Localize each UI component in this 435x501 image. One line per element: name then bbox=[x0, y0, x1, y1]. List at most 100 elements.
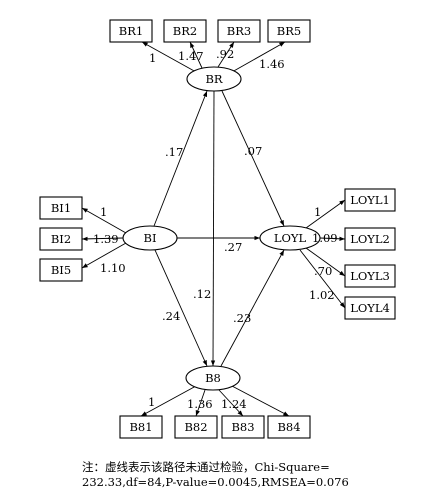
footnote: 注：虚线表示该路径未通过检验，Chi-Square= 232.33,df=84,… bbox=[82, 460, 422, 490]
observed-node-loyl4: LOYL4 bbox=[344, 296, 396, 320]
node-label-loyl: LOYL bbox=[274, 231, 307, 245]
edge-label-loyl-loyl4: 1.02 bbox=[309, 288, 335, 302]
observed-node-b82: B82 bbox=[174, 415, 218, 439]
node-label-bi2: BI2 bbox=[51, 232, 71, 246]
observed-node-loyl1: LOYL1 bbox=[344, 188, 396, 212]
node-label-br2: BR2 bbox=[173, 24, 197, 38]
edge-loyl-loyl2 bbox=[319, 236, 346, 241]
edge-b8-loyl bbox=[220, 249, 285, 367]
node-label-br5: BR5 bbox=[277, 24, 301, 38]
edge-bi-bi2 bbox=[81, 236, 124, 242]
latent-node-br: BR bbox=[186, 66, 242, 92]
observed-node-br1: BR1 bbox=[109, 19, 153, 43]
node-label-bi: BI bbox=[144, 231, 157, 245]
edge-label-loyl-loyl1: 1 bbox=[314, 205, 321, 219]
observed-node-br2: BR2 bbox=[163, 19, 207, 43]
edge-label-bi-b8: .24 bbox=[162, 309, 180, 323]
edge-b8-b84 bbox=[231, 385, 290, 417]
edge-br-br1 bbox=[141, 41, 197, 73]
edge-label-loyl-loyl2: 1.09 bbox=[312, 231, 338, 245]
node-label-b82: B82 bbox=[184, 420, 207, 434]
latent-node-bi: BI bbox=[122, 225, 178, 251]
node-box-br2 bbox=[163, 19, 207, 43]
edge-bi-b8 bbox=[154, 249, 208, 367]
observed-node-b84: B84 bbox=[267, 415, 311, 439]
node-label-br1: BR1 bbox=[119, 24, 143, 38]
edge-loyl-loyl3 bbox=[305, 247, 346, 277]
node-label-b81: B81 bbox=[129, 420, 152, 434]
edge-label-b8-b83: 1.24 bbox=[221, 397, 247, 411]
note-line-1: 注：虚线表示该路径未通过检验，Chi-Square= bbox=[82, 460, 330, 474]
observed-node-loyl3: LOYL3 bbox=[344, 264, 396, 288]
node-label-br: BR bbox=[205, 72, 222, 86]
node-box-b84 bbox=[267, 415, 311, 439]
observed-node-bi1: BI1 bbox=[39, 196, 83, 220]
edge-label-br-loyl: .07 bbox=[244, 144, 262, 158]
edge-label-br-br3: .92 bbox=[216, 47, 234, 61]
edge-label-bi-bi2: 1.39 bbox=[93, 232, 119, 246]
node-ellipse-br bbox=[186, 66, 242, 92]
edge-label-b8-b81: 1 bbox=[148, 395, 155, 409]
node-ellipse-loyl bbox=[259, 225, 321, 251]
edge-loyl-loyl4 bbox=[299, 249, 346, 309]
node-box-loyl3 bbox=[344, 264, 396, 288]
node-label-loyl4: LOYL4 bbox=[350, 301, 390, 315]
edge-loyl-loyl1 bbox=[305, 199, 346, 229]
node-label-loyl2: LOYL2 bbox=[350, 232, 390, 246]
edge-br-loyl bbox=[221, 90, 285, 227]
observed-node-b83: B83 bbox=[221, 415, 265, 439]
node-label-b83: B83 bbox=[231, 420, 254, 434]
observed-node-br3: BR3 bbox=[217, 19, 261, 43]
node-box-b81 bbox=[119, 415, 163, 439]
node-box-bi1 bbox=[39, 196, 83, 220]
edge-bi-br bbox=[153, 90, 208, 227]
observed-node-bi5: BI5 bbox=[39, 258, 83, 282]
edge-label-br-br5: 1.46 bbox=[259, 57, 285, 71]
edge-br-b8 bbox=[210, 90, 216, 367]
observed-node-bi2: BI2 bbox=[39, 227, 83, 251]
node-label-loyl1: LOYL1 bbox=[350, 193, 390, 207]
observed-node-br5: BR5 bbox=[267, 19, 311, 43]
latent-node-loyl: LOYL bbox=[259, 225, 321, 251]
edge-labels: 1 1.47 .92 1.46 .17 .07 1 1.39 1.10 .27 .12 .24 .23 1… bbox=[93, 47, 338, 411]
edge-label-bi-br: .17 bbox=[165, 145, 183, 159]
observed-node-b81: B81 bbox=[119, 415, 163, 439]
node-ellipse-b8 bbox=[185, 365, 241, 391]
edge-label-br-br1: 1 bbox=[149, 51, 156, 65]
node-box-bi2 bbox=[39, 227, 83, 251]
observed-node-loyl2: LOYL2 bbox=[344, 227, 396, 251]
node-box-br1 bbox=[109, 19, 153, 43]
edge-label-loyl-loyl3: .70 bbox=[314, 264, 332, 278]
edge-bi-bi1 bbox=[81, 207, 127, 234]
edge-bi-bi5 bbox=[81, 242, 127, 269]
edge-label-b8-loyl: .23 bbox=[233, 311, 251, 325]
node-box-loyl2 bbox=[344, 227, 396, 251]
edge-label-bi-bi5: 1.10 bbox=[100, 261, 126, 275]
edge-b8-b81 bbox=[140, 385, 197, 417]
node-label-b84: B84 bbox=[277, 420, 300, 434]
edge-br-br3 bbox=[217, 41, 235, 68]
edge-b8-b83 bbox=[218, 389, 244, 417]
edge-label-br-b8: .12 bbox=[193, 287, 211, 301]
node-label-b8: B8 bbox=[205, 371, 221, 385]
note-line-2: 232.33,df=84,P-value=0.0045,RMSEA=0.076 bbox=[82, 475, 349, 489]
edge-label-b8-b82: 1.36 bbox=[187, 397, 213, 411]
node-box-br3 bbox=[217, 19, 261, 43]
node-label-bi5: BI5 bbox=[51, 263, 71, 277]
edge-br-br2 bbox=[189, 41, 203, 69]
edge-label-br-br2: 1.47 bbox=[178, 49, 204, 63]
edges bbox=[81, 41, 346, 417]
node-label-loyl3: LOYL3 bbox=[350, 269, 390, 283]
node-box-bi5 bbox=[39, 258, 83, 282]
latent-node-b8: B8 bbox=[185, 365, 241, 391]
edge-label-bi-bi1: 1 bbox=[100, 205, 107, 219]
node-box-br5 bbox=[267, 19, 311, 43]
node-box-b82 bbox=[174, 415, 218, 439]
node-box-b83 bbox=[221, 415, 265, 439]
edge-b8-b82 bbox=[195, 389, 206, 417]
edge-label-bi-loyl: .27 bbox=[224, 240, 242, 254]
edge-br-br5 bbox=[231, 41, 286, 73]
